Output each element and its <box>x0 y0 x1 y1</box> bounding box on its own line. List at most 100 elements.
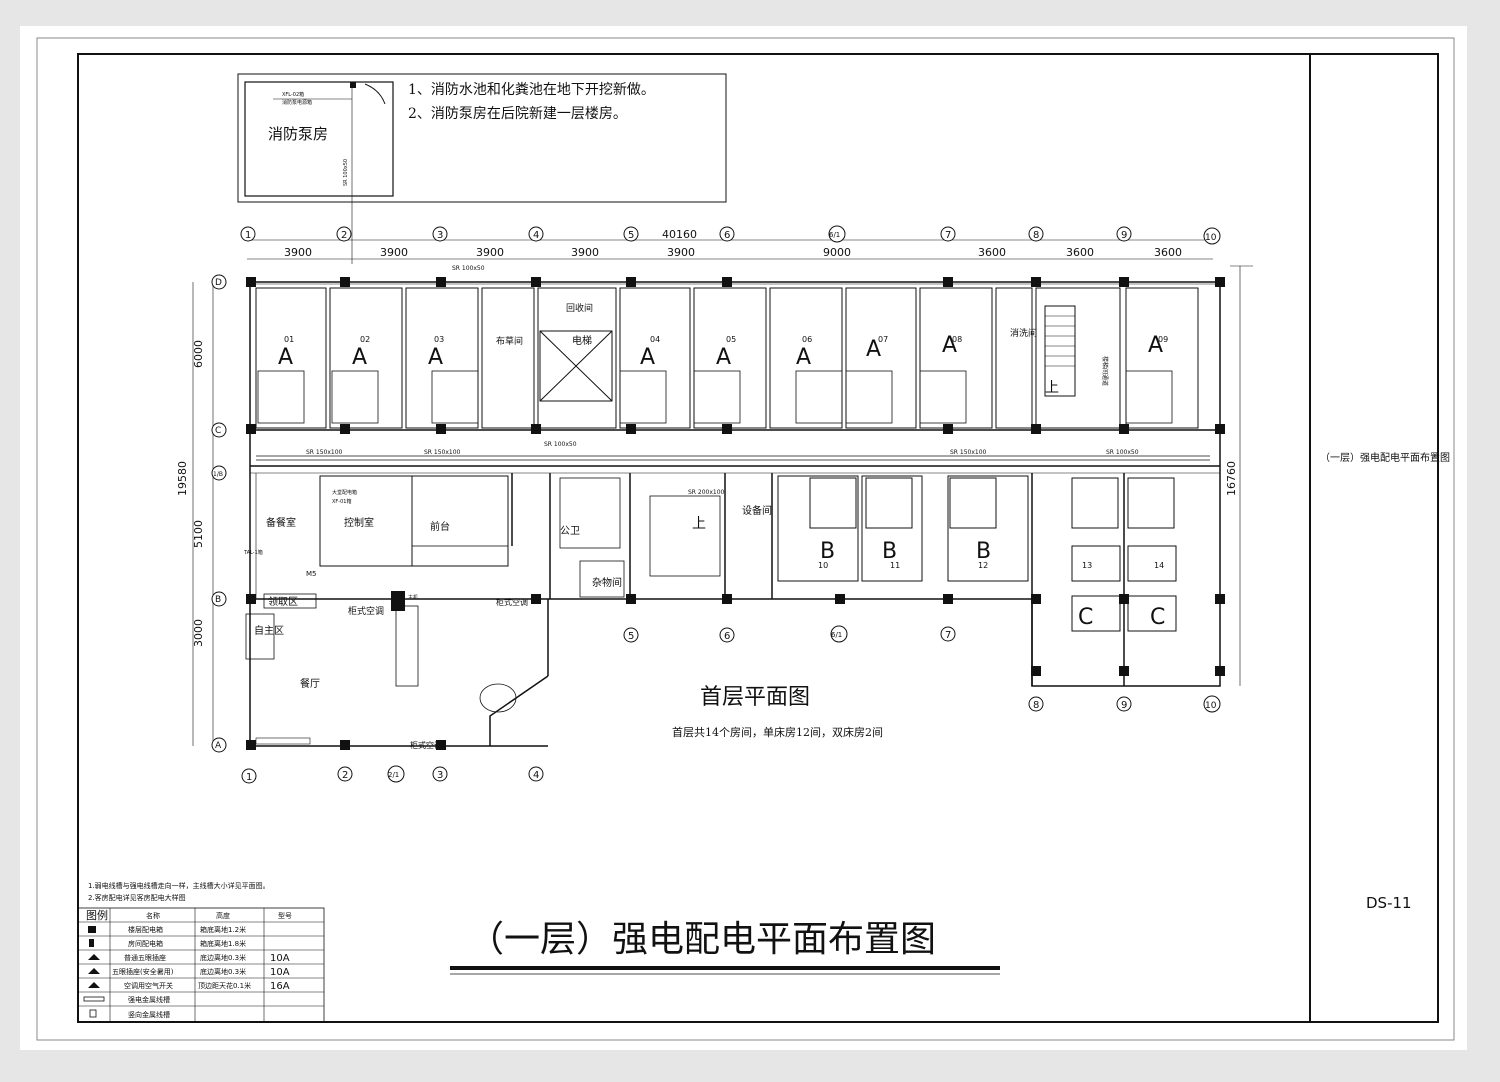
room-01-type: A <box>278 345 293 370</box>
axis-b-6: 6 <box>724 631 730 642</box>
pump-tray: SR 100x50 <box>343 159 349 186</box>
room-04-type: A <box>640 345 655 370</box>
tray-c: SR 150x100 <box>424 449 461 456</box>
dim-left-2: 5100 <box>192 520 205 548</box>
room-14-no: 14 <box>1154 561 1164 570</box>
room-03-type: A <box>428 345 443 370</box>
top-axis: 1 2 3 4 5 6 6/1 7 8 9 10 40160 3900 3900… <box>240 225 1221 260</box>
room-08-no: 08 <box>952 335 962 344</box>
room-03-no: 03 <box>434 335 444 344</box>
axis-top-8: 8 <box>1033 230 1039 241</box>
room-09-type: A <box>1148 333 1163 358</box>
left-axis: 19580 6000 5100 3000 D C 1/B B A 16760 <box>176 265 1253 753</box>
control-room-label: 控制室 <box>344 516 374 529</box>
note-1: 1、消防水池和化粪池在地下开挖新做。 <box>408 82 655 98</box>
tray-f: SR 150x100 <box>950 449 987 456</box>
room-13-type: C <box>1078 605 1093 630</box>
dim-left-3: 3000 <box>192 619 205 647</box>
legend-row-4-model: 10A <box>270 967 290 978</box>
axis-bl-3: 3 <box>437 770 443 781</box>
room-08-type: A <box>942 333 957 358</box>
dim-span-4: 3900 <box>571 246 599 259</box>
plan-title: 首层平面图 <box>700 685 810 710</box>
dim-total: 40160 <box>662 228 697 241</box>
tray-g: SR 100x50 <box>1106 449 1139 456</box>
drawing-sheet: （一层）强电配电平面布置图 DS-11 消防泵房 XFL-02箱 消防泵电源箱 … <box>20 26 1467 1050</box>
legend: 1.弱电线槽与强电线槽走向一样，主线槽大小详见平面图。 2.客房配电详见客房配电… <box>77 881 325 1023</box>
room-06-no: 06 <box>802 335 812 344</box>
main-title-underline <box>450 966 1000 970</box>
dim-span-9: 3600 <box>1154 246 1182 259</box>
dim-span-7: 3600 <box>978 246 1006 259</box>
legend-row-5-model: 16A <box>270 981 290 992</box>
legend-symbols <box>83 926 105 1018</box>
room-05-no: 05 <box>726 335 736 344</box>
elevator-label: 电梯 <box>572 334 592 347</box>
legend-row-2-name: 房间配电箱 <box>128 939 163 948</box>
recycling-room-label: 回收间 <box>566 302 593 314</box>
bathrooms <box>257 370 1173 424</box>
m5-label: M5 <box>306 570 317 578</box>
axis-row-B: B <box>215 595 221 605</box>
axis-b-5: 5 <box>628 631 634 642</box>
axis-top-5: 5 <box>628 230 634 241</box>
axis-b-7: 7 <box>945 630 951 641</box>
legend-row-1-height: 箱底离地1.2米 <box>200 925 246 934</box>
pump-panel-sub: 消防泵电源箱 <box>282 99 312 106</box>
legend-header-height: 高度 <box>216 911 230 920</box>
cabinet-ac-3-label: 柜式空调 <box>410 740 442 750</box>
axis-top-1: 1 <box>245 230 251 241</box>
legend-row-3-name: 普通五眼插座 <box>124 953 166 962</box>
legend-row-3-model: 10A <box>270 953 290 964</box>
legend-note-2: 2.客房配电详见客房配电大样图 <box>88 893 186 902</box>
axis-top-10: 10 <box>1205 233 1217 243</box>
xf01-label: XF-01箱 <box>332 498 351 505</box>
dim-span-1: 3900 <box>284 246 312 259</box>
plan-subtitle: 首层共14个房间，单床房12间，双床房2间 <box>672 725 883 739</box>
legend-note-1: 1.弱电线槽与强电线槽走向一样，主线槽大小详见平面图。 <box>88 881 270 890</box>
pickup-area-label: 领取区 <box>268 595 298 608</box>
axis-bl-1: 1 <box>246 772 252 783</box>
tray-e: SR 200x100 <box>688 489 725 496</box>
axis-top-9: 9 <box>1121 230 1127 241</box>
axis-top-7: 7 <box>945 230 951 241</box>
room-07-no: 07 <box>878 335 888 344</box>
tray-b: SR 150x100 <box>306 449 343 456</box>
side-title: （一层）强电配电平面布置图 <box>1320 451 1450 464</box>
legend-header-name: 名称 <box>146 911 160 920</box>
wash-room-label: 消洗间 <box>1010 327 1037 339</box>
reception-label: 前台 <box>430 520 450 533</box>
main-title: （一层）强电配电平面布置图 <box>468 919 936 960</box>
building-walls <box>249 281 1221 747</box>
legend-header-model: 型号 <box>278 911 292 920</box>
legend-row-1-name: 楼层配电箱 <box>128 925 163 934</box>
equipment-room-label: 设备间 <box>742 504 772 517</box>
dim-right-total: 16760 <box>1225 461 1238 496</box>
legend-row-5-name: 空调用空气开关 <box>124 981 173 990</box>
axis-row-C: C <box>215 426 221 436</box>
note-2: 2、消防泵房在后院新建一层楼房。 <box>408 106 627 122</box>
axis-bl-4: 4 <box>533 770 539 781</box>
axis-row-1B: 1/B <box>213 471 223 478</box>
corridor-trays: SR 100x50 SR 150x100 SR 150x100 SR 100x5… <box>256 265 1210 496</box>
axis-top-4: 4 <box>533 230 539 241</box>
metal-tray-symbol <box>83 996 105 1002</box>
stair-up-label-2: 上 <box>692 516 706 532</box>
axis-b-10: 10 <box>1205 701 1217 711</box>
room-01-no: 01 <box>284 335 294 344</box>
stair-passage-label: 楼梯间通道 <box>1101 356 1109 386</box>
upper-rooms <box>255 287 1199 429</box>
axis-row-D: D <box>215 278 222 288</box>
legend-header-symbol: 图例 <box>86 908 108 922</box>
tray-a: SR 100x50 <box>452 265 485 272</box>
lobby-panel-label: 大堂配电箱 <box>332 489 357 496</box>
room-07-type: A <box>866 337 881 362</box>
legend-row-4-name: 五眼插座(安全暑用) <box>112 967 174 976</box>
linen-room-label: 布草间 <box>496 335 523 347</box>
guest-room-labels: 01 02 03 04 05 06 07 08 09 A A A A A A A… <box>278 302 1168 396</box>
ac-switch-symbol <box>88 982 100 988</box>
room-02-no: 02 <box>360 335 370 344</box>
tal-label: TAL-1箱 <box>243 549 263 556</box>
axis-b-8: 8 <box>1033 700 1039 711</box>
axis-top-3: 3 <box>437 230 443 241</box>
